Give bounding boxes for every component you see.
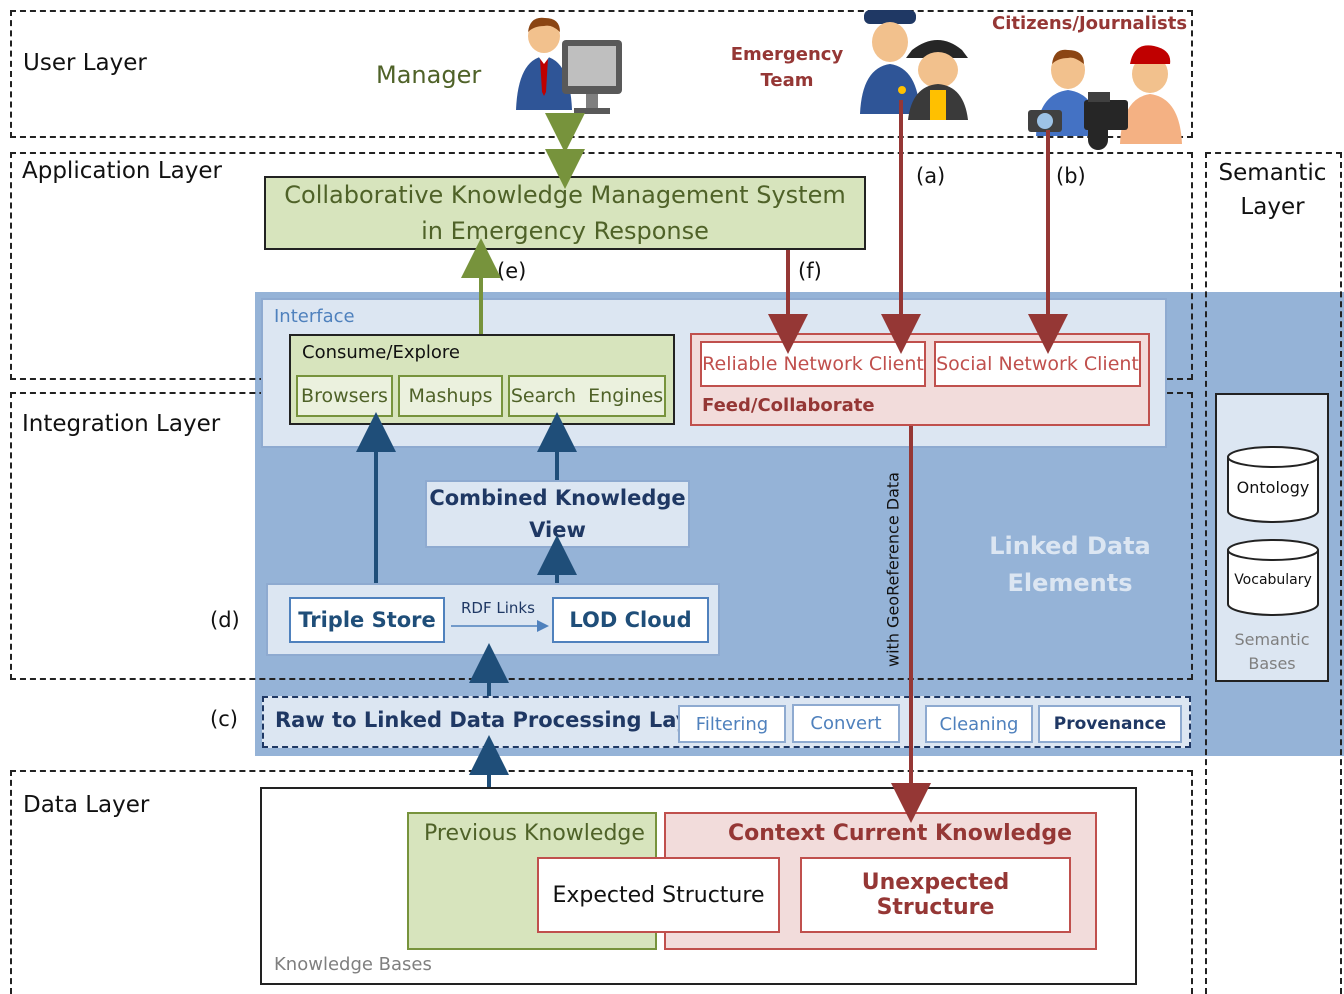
emergency-team-icon — [860, 10, 968, 120]
semantic-layer-label: Semantic Layer — [1218, 160, 1327, 220]
vocabulary-label: Vocabulary — [1234, 572, 1312, 588]
filtering-cell: Filtering — [678, 705, 786, 743]
knowledge-bases-label: Knowledge Bases — [274, 954, 432, 975]
citizens-label: Citizens/Journalists — [992, 13, 1188, 34]
edge-label-a: (a) — [916, 164, 946, 188]
ckms-line-1: Collaborative Knowledge Management Syste… — [284, 181, 846, 209]
browsers-cell: Browsers — [296, 375, 393, 417]
provenance-cell: Provenance — [1038, 705, 1182, 743]
consume-explore-title: Consume/Explore — [302, 342, 460, 363]
social-network-client-cell: Social Network Client — [934, 341, 1141, 387]
data-layer-box — [10, 770, 1193, 994]
semantic-layer-box — [1205, 152, 1342, 994]
manager-label: Manager — [376, 61, 482, 89]
ontology-label: Ontology — [1236, 478, 1310, 497]
edge-label-e: (e) — [497, 259, 527, 283]
rdf-links-label: RDF Links — [461, 599, 535, 617]
edge-label-c: (c) — [210, 707, 238, 731]
reliable-network-client-cell: Reliable Network Client — [700, 341, 926, 387]
lod-cloud-cell: LOD Cloud — [552, 597, 709, 643]
data-layer-label: Data Layer — [23, 792, 150, 818]
integration-layer-label: Integration Layer — [22, 411, 221, 437]
semantic-bases-line-1: Semantic — [1234, 630, 1310, 649]
context-current-knowledge-label: Context Current Knowledge — [728, 821, 1073, 846]
expected-structure-box: Expected Structure — [537, 857, 780, 933]
linked-data-line-1: Linked Data — [989, 532, 1151, 560]
combined-knowledge-line-2: View — [529, 518, 586, 542]
citizens-icon — [1028, 45, 1182, 150]
convert-cell: Convert — [792, 704, 900, 743]
feed-collaborate-title: Feed/Collaborate — [702, 395, 875, 416]
user-layer-label: User Layer — [23, 50, 147, 76]
vocabulary-cylinder-icon — [1227, 539, 1319, 616]
mashups-cell: Mashups — [398, 375, 503, 417]
interface-title: Interface — [274, 306, 355, 327]
application-layer-label: Application Layer — [22, 158, 222, 184]
linked-data-line-2: Elements — [1007, 569, 1133, 597]
semantic-bases-label: Semantic Bases — [1220, 628, 1324, 676]
edge-label-f: (f) — [798, 259, 822, 283]
semantic-bases-line-2: Bases — [1248, 654, 1296, 673]
edge-label-d: (d) — [210, 608, 240, 632]
user-layer-box — [10, 10, 1193, 138]
semantic-bases-box — [1215, 393, 1329, 682]
unexpected-structure-box: Unexpected Structure — [800, 857, 1071, 933]
emergency-team-label: Emergency Team — [730, 44, 844, 91]
edge-label-b: (b) — [1056, 164, 1086, 188]
ckms-line-2: in Emergency Response — [421, 217, 709, 245]
manager-icon — [516, 17, 622, 114]
search-engines-cell: Search Engines — [508, 375, 666, 417]
processing-layer-title: Raw to Linked Data Processing Layer — [275, 708, 715, 732]
ckms-box: Collaborative Knowledge Management Syste… — [264, 176, 866, 250]
combined-knowledge-line-1: Combined Knowledge — [429, 486, 686, 510]
cleaning-cell: Cleaning — [925, 705, 1033, 743]
triple-store-cell: Triple Store — [289, 597, 445, 643]
georeference-label: with GeoReference Data — [883, 472, 903, 667]
ontology-cylinder-icon — [1227, 446, 1319, 523]
combined-knowledge-view-box: Combined Knowledge View — [425, 480, 690, 548]
linked-data-elements-label: Linked Data Elements — [980, 528, 1160, 602]
previous-knowledge-label: Previous Knowledge — [424, 821, 645, 846]
